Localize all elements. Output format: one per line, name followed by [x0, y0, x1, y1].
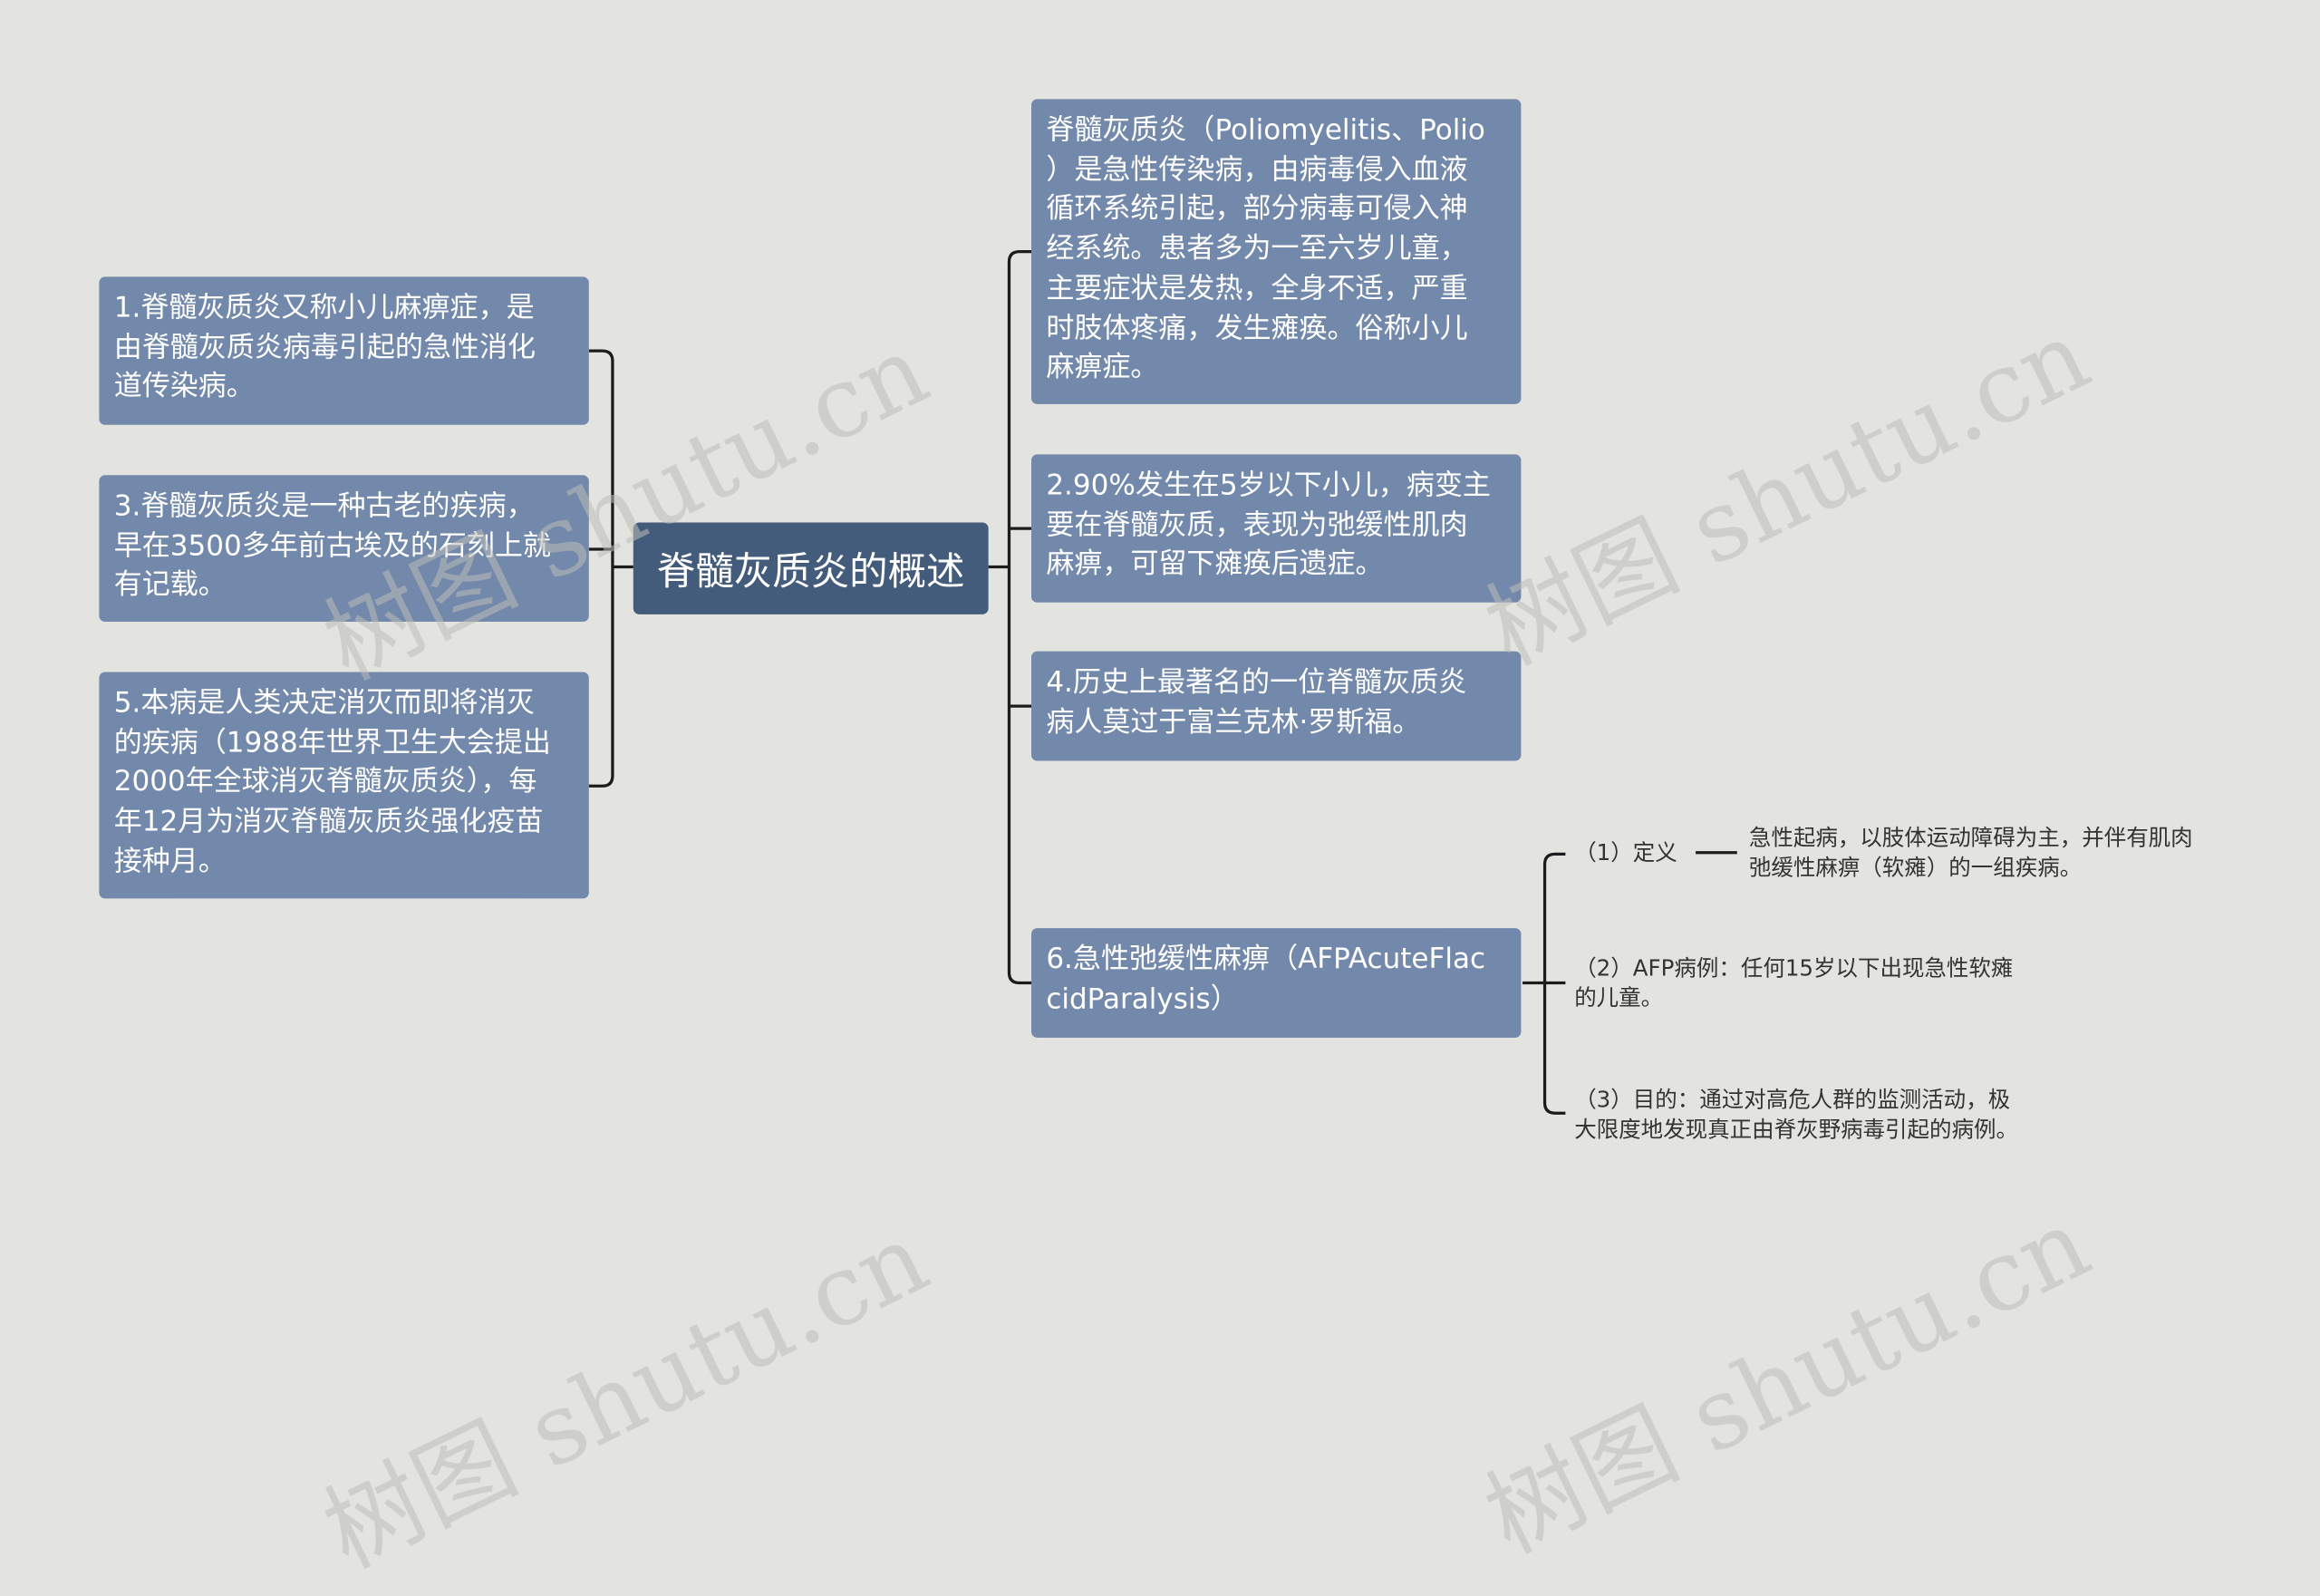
root-topic-label: 脊髓灰质炎的概述 — [656, 549, 965, 595]
right-node-2[interactable]: 2.90%发生在5岁以下小儿，病变主 要在脊髓灰质，表现为弛缓性肌肉 麻痹，可留… — [1030, 454, 1522, 603]
root-topic[interactable]: 脊髓灰质炎的概述 — [633, 522, 989, 614]
left-node-3[interactable]: 3.脊髓灰质炎是一种古老的疾病， 早在3500多年前古埃及的石刻上就 有记载。 — [99, 475, 589, 622]
connector-left-trunk — [588, 349, 614, 788]
mind-map-canvas: 脊髓灰质炎的概述 1.脊髓灰质炎又称小儿麻痹症，是 由脊髓灰质炎病毒引起的急性消… — [99, 99, 2193, 1591]
connector-right-trunk — [1007, 250, 1031, 985]
afp-child-definition[interactable]: （1）定义 — [1574, 839, 1677, 866]
definition-detail[interactable]: 急性起病，以肢体运动障碍为主，并伴有肌肉 弛缓性麻痹（软瘫）的一组疾病。 — [1748, 824, 2193, 881]
left-node-1[interactable]: 1.脊髓灰质炎又称小儿麻痹症，是 由脊髓灰质炎病毒引起的急性消化 道传染病。 — [99, 276, 589, 425]
left-node-5[interactable]: 5.本病是人类决定消灭而即将消灭 的疾病（1988年世界卫生大会提出 2000年… — [99, 672, 589, 899]
right-node-4[interactable]: 4.历史上最著名的一位脊髓灰质炎 病人莫过于富兰克林·罗斯福。 — [1030, 651, 1522, 761]
afp-child-case[interactable]: （2）AFP病例：任何15岁以下出现急性软瘫 的儿童。 — [1574, 954, 2014, 1011]
right-node-6-afp[interactable]: 6.急性弛缓性麻痹（AFPAcuteFlac cidParalysis） — [1030, 928, 1522, 1038]
afp-child-purpose[interactable]: （3）目的：通过对高危人群的监测活动，极 大限度地发现真正由脊灰野病毒引起的病例… — [1574, 1086, 2019, 1143]
right-node-definition[interactable]: 脊髓灰质炎（Poliomyelitis、Polio ）是急性传染病，由病毒侵入血… — [1030, 99, 1522, 404]
connector-lines — [588, 250, 1737, 1115]
